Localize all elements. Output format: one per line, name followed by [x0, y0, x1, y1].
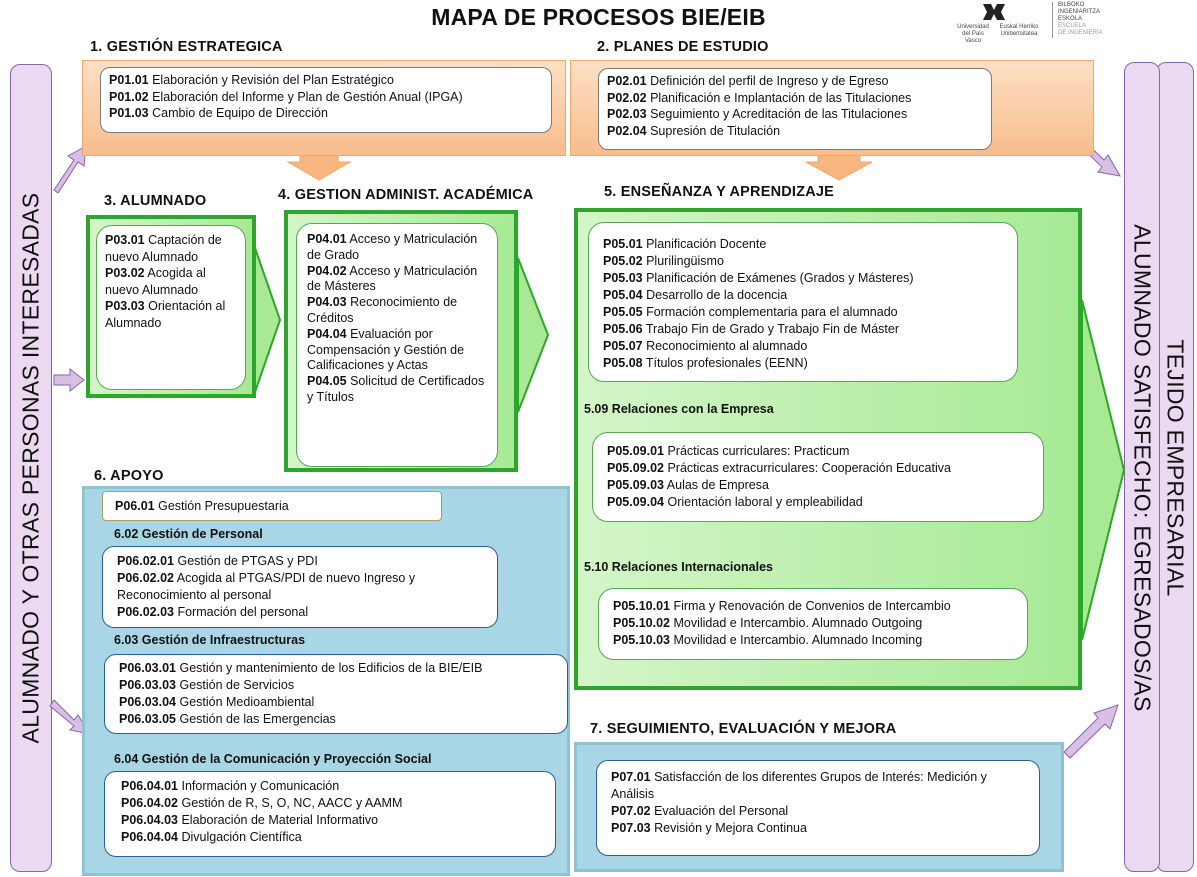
process-item: P04.01 Acceso y Matriculación de Grado [307, 232, 478, 262]
chevron-right-icon [1081, 299, 1126, 641]
page-title: MAPA DE PROCESOS BIE/EIB [431, 4, 766, 30]
process-item: P05.07 Reconocimiento al alumnado [603, 339, 808, 353]
section-5-box: P05.01 Planificación Docente P05.02 Plur… [588, 222, 1018, 382]
process-item: P06.03.05 Gestión de las Emergencias [119, 712, 336, 726]
process-item: P07.03 Revisión y Mejora Continua [611, 821, 807, 835]
right-side-bar-outer [1156, 62, 1194, 872]
process-item: P05.10.03 Movilidad e Intercambio. Alumn… [613, 633, 923, 647]
subsection-604-box: P06.04.01 Información y Comunicación P06… [104, 771, 556, 857]
subsection-603-title: 6.03 Gestión de Infraestructuras [114, 633, 306, 647]
logo-text-line: ESCUELA [1058, 23, 1087, 29]
left-side-label: ALUMNADO Y OTRAS PERSONAS INTERESADAS [17, 192, 44, 744]
subsection-602-title: 6.02 Gestión de Personal [114, 527, 263, 541]
process-item: P05.05 Formación complementaria para el … [603, 305, 898, 319]
process-item: P05.02 Plurilingüismo [603, 254, 724, 268]
process-item: P07.02 Evaluación del Personal [611, 804, 789, 818]
process-item: P05.08 Títulos profesionales (EENN) [603, 356, 808, 370]
process-item: P06.01 Gestión Presupuestaria [115, 499, 289, 513]
process-item: P06.02.02 Acogida al PTGAS/PDI de nuevo … [117, 571, 416, 602]
subsection-510-box: P05.10.01 Firma y Renovación de Convenio… [598, 588, 1028, 660]
logo-text-line: DE INGENIERÍA [1058, 30, 1103, 36]
section-2-title: 2. PLANES DE ESTUDIO [597, 39, 769, 55]
process-item: P05.09.02 Prácticas extracurriculares: C… [607, 461, 951, 475]
process-item: P06.03.01 Gestión y mantenimiento de los… [119, 661, 483, 675]
logo-text-line: Universidad [957, 24, 989, 30]
process-item: P04.05 Solicitud de Certificados y Títul… [307, 374, 485, 404]
section-3-title: 3. ALUMNADO [104, 193, 207, 209]
logo-text-line: Unibertsitatea [1000, 31, 1038, 37]
subsection-509-box: P05.09.01 Prácticas curriculares: Practi… [592, 432, 1044, 522]
process-item: P01.02 Elaboración del Informe y Plan de… [109, 89, 463, 104]
process-item: P04.04 Evaluación por Compensación y Ges… [307, 326, 465, 373]
process-item: P02.03 Seguimiento y Acreditación de las… [607, 107, 908, 121]
logo-text-line: BILBOKO [1058, 2, 1085, 8]
process-item: P01.03 Cambio de Equipo de Dirección [109, 106, 328, 120]
process-item: P03.01 Captación de nuevo Alumnado [105, 233, 222, 264]
down-arrow-icon [805, 153, 873, 181]
logo-text-line: del País Vasco [962, 31, 984, 44]
arrow-right-icon [53, 367, 85, 393]
section-1-title: 1. GESTIÓN ESTRATEGICA [90, 39, 283, 55]
process-item: P06.03.03 Gestión de Servicios [119, 678, 295, 692]
process-item: P05.09.01 Prácticas curriculares: Practi… [607, 444, 850, 458]
section-4-title: 4. GESTION ADMINIST. ACADÉMICA [278, 187, 534, 203]
section-7-title: 7. SEGUIMIENTO, EVALUACIÓN Y MEJORA [590, 721, 897, 737]
chevron-right-icon [254, 247, 282, 393]
right-side-inner-label: ALUMNADO SATISFECHO: EGRESADOS/AS [1129, 224, 1156, 712]
section-4-box: P04.01 Acceso y Matriculación de Grado P… [296, 223, 498, 467]
process-item: P06.03.04 Gestión Medioambiental [119, 695, 315, 709]
section-5-title: 5. ENSEÑANZA Y APRENDIZAJE [604, 184, 834, 200]
chevron-right-icon [517, 257, 550, 413]
section-2-box: P02.01 Definición del perfil de Ingreso … [598, 68, 992, 150]
right-side-outer-label: TEJIDO EMPRESARIAL [1162, 339, 1189, 597]
process-item: P06.04.01 Información y Comunicación [121, 779, 340, 793]
process-item: P05.03 Planificación de Exámenes (Grados… [603, 271, 914, 285]
process-item: P02.04 Supresión de Titulación [607, 123, 781, 138]
process-item: P06.04.02 Gestión de R, S, O, NC, AACC y… [121, 796, 403, 810]
process-p0601-box: P06.01 Gestión Presupuestaria [102, 491, 442, 521]
process-item: P05.04 Desarrollo de la docencia [603, 288, 788, 302]
subsection-509-title: 5.09 Relaciones con la Empresa [584, 402, 774, 416]
process-item: P04.03 Reconocimiento de Créditos [307, 295, 458, 325]
logo-text-line: INGENIARITZA [1058, 9, 1101, 15]
process-item: P02.01 Definición del perfil de Ingreso … [607, 74, 889, 88]
left-side-bar [10, 64, 52, 872]
logo-text-line: Euskal Herriko [999, 24, 1039, 30]
ehu-logo-icon [983, 4, 1005, 20]
process-item: P06.02.03 Formación del personal [117, 605, 309, 619]
process-item: P06.02.01 Gestión de PTGAS y PDI [117, 554, 318, 568]
subsection-510-title: 5.10 Relaciones Internacionales [584, 560, 773, 574]
process-item: P05.10.02 Movilidad e Intercambio. Alumn… [613, 616, 923, 630]
section-3-box: P03.01 Captación de nuevo Alumnado P03.0… [96, 225, 246, 390]
subsection-604-title: 6.04 Gestión de la Comunicación y Proyec… [114, 752, 432, 766]
down-arrow-icon [286, 153, 352, 181]
process-item: P05.06 Trabajo Fin de Grado y Trabajo Fi… [603, 322, 899, 336]
process-item: P05.09.03 Aulas de Empresa [607, 478, 769, 492]
process-item: P06.04.04 Divulgación Científica [121, 830, 302, 844]
logo-text-line: ESKOLA [1058, 16, 1083, 22]
process-item: P01.01 Elaboración y Revisión del Plan E… [109, 73, 394, 87]
subsection-602-box: P06.02.01 Gestión de PTGAS y PDI P06.02.… [102, 546, 498, 628]
process-item: P07.01 Satisfacción de los diferentes Gr… [611, 770, 987, 801]
arrow-up-right-icon [1063, 704, 1119, 759]
university-logo: Universidad del País Vasco Euskal Herrik… [955, 2, 1105, 44]
process-item: P04.02 Acceso y Matriculación de Mástere… [307, 263, 478, 294]
process-item: P03.03 Orientación al Alumnado [105, 299, 226, 330]
process-item: P06.04.03 Elaboración de Material Inform… [121, 813, 379, 827]
section-1-box: P01.01 Elaboración y Revisión del Plan E… [100, 67, 552, 133]
section-6-title: 6. APOYO [94, 468, 164, 484]
process-item: P02.02 Planificación e Implantación de l… [607, 90, 912, 105]
subsection-603-box: P06.03.01 Gestión y mantenimiento de los… [104, 654, 568, 734]
process-item: P03.02 Acogida al nuevo Alumnado [105, 266, 206, 297]
process-item: P05.09.04 Orientación laboral y empleabi… [607, 495, 863, 509]
section-7-box: P07.01 Satisfacción de los diferentes Gr… [596, 760, 1040, 856]
right-side-bar-inner [1124, 62, 1160, 872]
process-item: P05.10.01 Firma y Renovación de Convenio… [613, 599, 951, 613]
process-item: P05.01 Planificación Docente [603, 237, 767, 251]
